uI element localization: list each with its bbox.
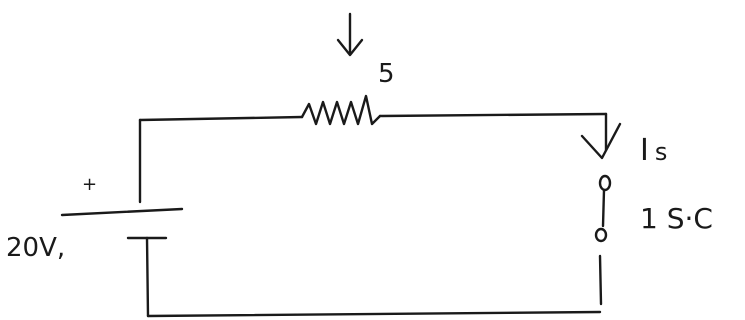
battery-plus-label: + (82, 174, 97, 195)
resistor-icon (300, 94, 382, 126)
battery-plate-positive (60, 207, 184, 217)
switch-gap-line (601, 188, 606, 228)
resistor-value-label: 5 (378, 59, 395, 89)
wire-left-lower (145, 236, 150, 318)
switch-blade-icon (580, 122, 622, 160)
wire-top-left (138, 115, 304, 122)
current-label-main: I (640, 133, 649, 168)
switch-terminal-lower (594, 227, 608, 243)
arrow-down-icon (336, 12, 364, 57)
current-label-sub: s (655, 138, 668, 166)
switch-terminal-upper (598, 174, 612, 192)
switch-note-label: 1 S·C (640, 202, 713, 235)
wire-top-right (378, 112, 608, 118)
battery-voltage-label: 20V, (6, 233, 65, 263)
wire-bottom (146, 310, 602, 318)
wire-right-lower (598, 254, 603, 306)
